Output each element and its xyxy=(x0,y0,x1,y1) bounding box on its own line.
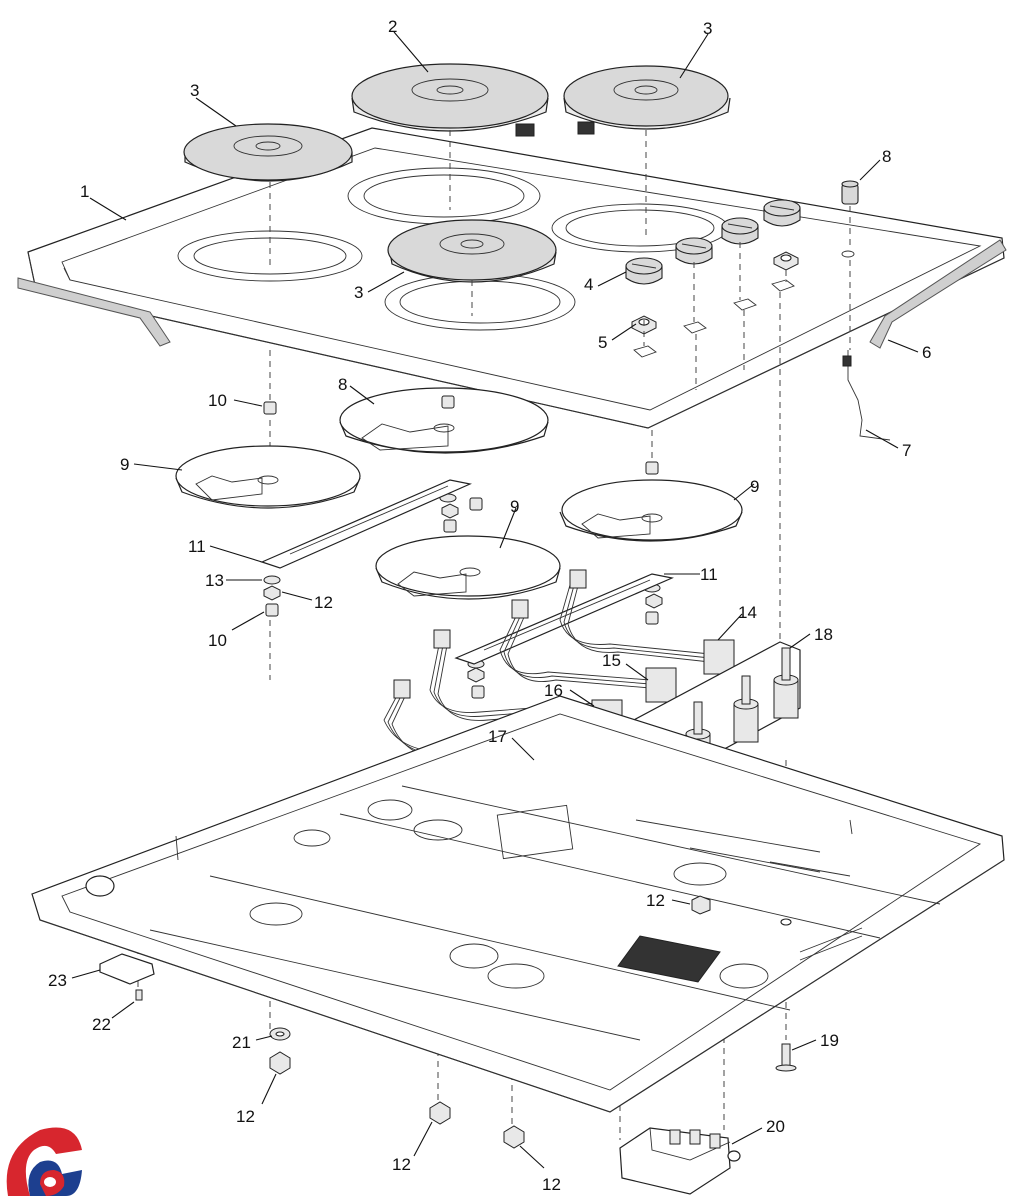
reflector-pan-lower xyxy=(375,535,561,600)
callout-9-lower: 9 xyxy=(510,497,519,516)
control-knob-2 xyxy=(675,237,713,265)
reflector-pan-left xyxy=(175,445,361,509)
control-knob-4 xyxy=(763,199,801,227)
callout-23: 23 xyxy=(48,971,67,990)
control-knob-3 xyxy=(721,217,759,245)
support-bar-right xyxy=(454,573,674,665)
callout-9-right: 9 xyxy=(750,477,759,496)
wiring-harness xyxy=(383,569,735,787)
callout-8-lamp: 8 xyxy=(882,147,891,166)
hotplate-right xyxy=(563,65,731,135)
callout-11-right: 11 xyxy=(700,565,718,584)
callout-12-bottom-right: 12 xyxy=(542,1175,561,1194)
earth-wire xyxy=(842,350,891,441)
indicator-lamp xyxy=(841,180,859,205)
brand-logo xyxy=(6,1127,83,1196)
callout-8-pan: 8 xyxy=(338,375,347,394)
callout-2: 2 xyxy=(388,17,397,36)
callout-17: 17 xyxy=(488,727,507,746)
reflector-pan-right xyxy=(559,479,743,542)
callout-20: 20 xyxy=(766,1117,785,1136)
bottom-fasteners xyxy=(99,895,797,1149)
control-knob-1 xyxy=(625,257,663,285)
callout-9-left: 9 xyxy=(120,455,129,474)
hob-top-panel xyxy=(27,127,1005,429)
callout-12-bottom-left: 12 xyxy=(236,1107,255,1126)
hotplate-left xyxy=(183,123,353,182)
callout-4: 4 xyxy=(584,275,593,294)
callout-12-upper: 12 xyxy=(314,593,333,612)
regulator-3 xyxy=(733,675,759,743)
callout-13: 13 xyxy=(205,571,224,590)
hotplate-front xyxy=(387,219,557,283)
spacer-bushes xyxy=(263,395,663,699)
callout-22: 22 xyxy=(92,1015,111,1034)
callout-5: 5 xyxy=(598,333,607,352)
callout-14: 14 xyxy=(738,603,757,622)
callout-3-front: 3 xyxy=(354,283,363,302)
callout-labels: 1 2 3 3 3 4 5 6 7 8 8 9 9 9 10 10 11 11 … xyxy=(48,17,931,1194)
callout-15: 15 xyxy=(602,651,621,670)
hotplate-large xyxy=(351,63,549,137)
callout-7: 7 xyxy=(902,441,911,460)
callout-6: 6 xyxy=(922,343,931,362)
callout-10-lower: 10 xyxy=(208,631,227,650)
terminal-block xyxy=(619,1127,741,1195)
bottom-tray xyxy=(31,695,1005,1113)
callout-18: 18 xyxy=(814,625,833,644)
gasket-strip xyxy=(17,239,1007,349)
callout-10-upper: 10 xyxy=(208,391,227,410)
leader-lines xyxy=(71,31,919,1169)
callout-3-right: 3 xyxy=(703,19,712,38)
support-bar-left xyxy=(260,479,472,569)
callout-19: 19 xyxy=(820,1031,839,1050)
reflector-pan-upper xyxy=(339,387,549,454)
callout-3-left: 3 xyxy=(190,81,199,100)
callout-21: 21 xyxy=(232,1033,251,1052)
callout-1: 1 xyxy=(80,182,89,201)
callout-16: 16 xyxy=(544,681,563,700)
callout-11-left: 11 xyxy=(188,537,206,556)
callout-12-tray: 12 xyxy=(646,891,665,910)
callout-12-bottom-mid: 12 xyxy=(392,1155,411,1174)
regulator-4 xyxy=(773,647,799,719)
